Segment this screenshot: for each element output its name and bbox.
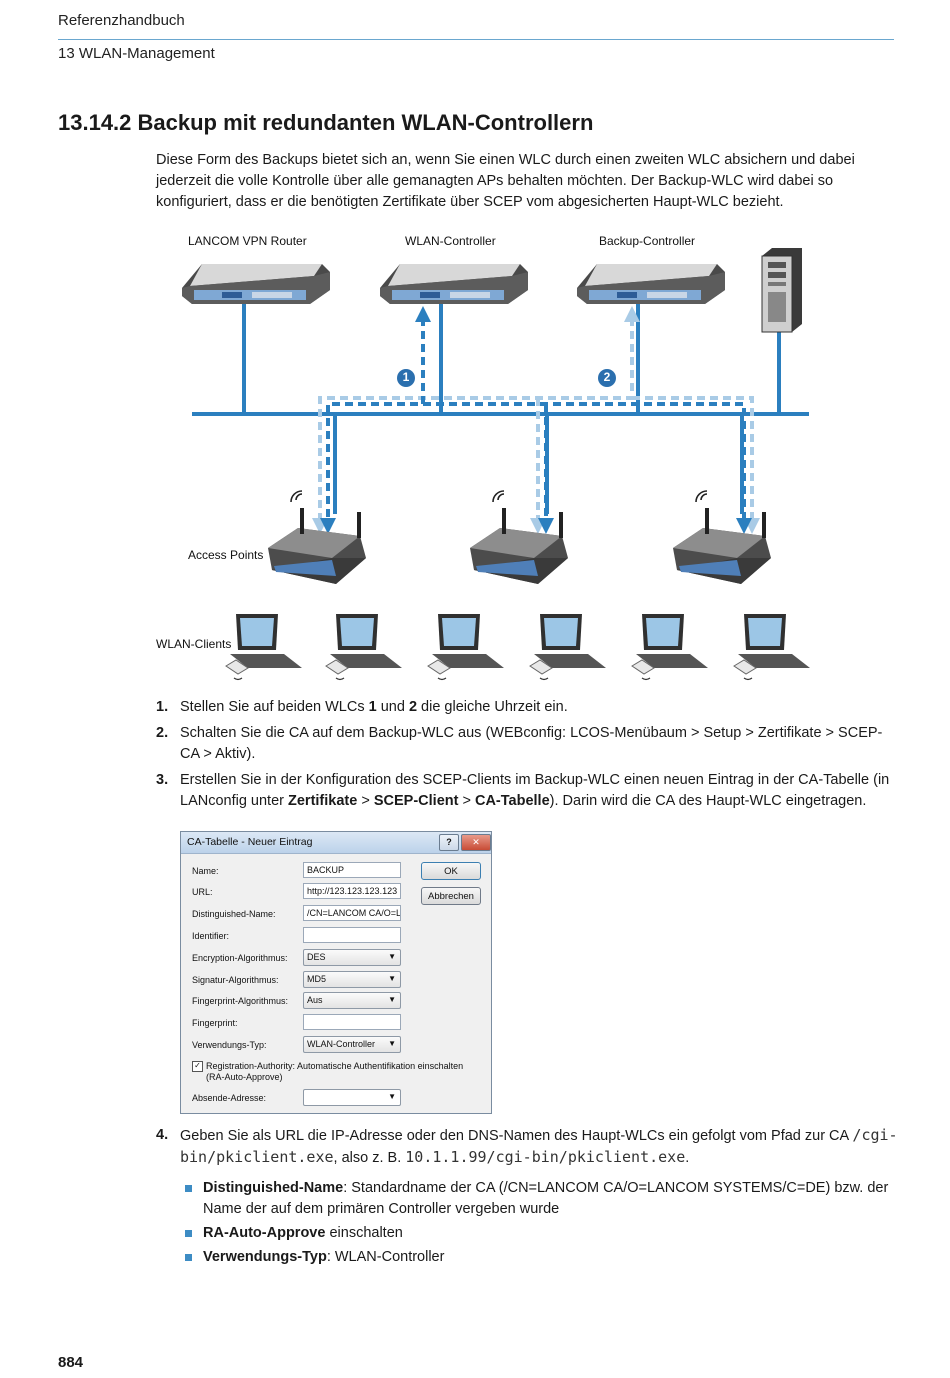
- marker-1: 1: [402, 370, 410, 384]
- header-rule: [58, 39, 894, 40]
- bullet-square-icon: [185, 1230, 192, 1237]
- section-title: 13.14.2 Backup mit redundanten WLAN-Cont…: [58, 110, 594, 135]
- step-3: 3.Erstellen Sie in der Konfiguration des…: [156, 772, 890, 809]
- step-4: 4.Geben Sie als URL die IP-Adresse oder …: [156, 1126, 898, 1166]
- signature-select[interactable]: MD5▼: [303, 971, 401, 988]
- label-name: Name:: [192, 866, 219, 876]
- steps-list: 1.Stellen Sie auf beiden WLCs 1 und 2 di…: [156, 697, 901, 817]
- step-2: 2.Schalten Sie die CA auf dem Backup-WLC…: [156, 725, 883, 762]
- label-access-points: Access Points: [188, 548, 264, 562]
- label-wlan-controller: WLAN-Controller: [405, 234, 496, 248]
- steps-list-2: 4.Geben Sie als URL die IP-Adresse oder …: [156, 1125, 901, 1271]
- label-vpn-router: LANCOM VPN Router: [188, 234, 307, 248]
- bullet-square-icon: [185, 1185, 192, 1192]
- label-backup-controller: Backup-Controller: [599, 234, 696, 248]
- label-signature: Signatur-Algorithmus:: [192, 975, 279, 985]
- label-url: URL:: [192, 887, 213, 897]
- encryption-select[interactable]: DES▼: [303, 949, 401, 966]
- intro-paragraph: Diese Form des Backups bietet sich an, w…: [156, 152, 855, 210]
- bullet-square-icon: [185, 1254, 192, 1261]
- usage-select[interactable]: WLAN-Controller▼: [303, 1036, 401, 1053]
- name-field[interactable]: BACKUP: [303, 862, 401, 878]
- distinguished-name-field[interactable]: /CN=LANCOM CA/O=L: [303, 905, 401, 921]
- dialog-titlebar: CA-Tabelle - Neuer Eintrag ? ✕: [181, 832, 491, 854]
- sender-select[interactable]: ▼: [303, 1089, 401, 1106]
- close-button[interactable]: ✕: [461, 834, 491, 851]
- chevron-down-icon: ▼: [388, 995, 396, 1004]
- url-field[interactable]: http://123.123.123.123: [303, 883, 401, 899]
- chevron-down-icon: ▼: [388, 974, 396, 983]
- dialog-title: CA-Tabelle - Neuer Eintrag: [187, 836, 313, 848]
- cancel-button[interactable]: Abbrechen: [421, 887, 481, 905]
- label-sender: Absende-Adresse:: [192, 1093, 267, 1103]
- chapter-title: 13 WLAN-Management: [58, 45, 215, 62]
- label-usage: Verwendungs-Typ:: [192, 1040, 267, 1050]
- label-encryption: Encryption-Algorithmus:: [192, 953, 288, 963]
- network-diagram: [182, 248, 811, 681]
- help-button[interactable]: ?: [439, 834, 459, 851]
- identifier-field[interactable]: [303, 927, 401, 943]
- bullet-usage-type: Verwendungs-Typ: WLAN-Controller: [180, 1247, 901, 1268]
- bullet-ra-auto-approve: RA-Auto-Approve einschalten: [180, 1223, 901, 1244]
- label-dn: Distinguished-Name:: [192, 909, 276, 919]
- bullet-list: Distinguished-Name: Standardname der CA …: [156, 1178, 901, 1268]
- fingerprint-field[interactable]: [303, 1014, 401, 1030]
- chevron-down-icon: ▼: [388, 1092, 396, 1101]
- page-number: 884: [58, 1354, 84, 1371]
- label-identifier: Identifier:: [192, 931, 230, 941]
- checkbox-label-line1: Registration-Authority: Automatische Aut…: [206, 1061, 464, 1071]
- label-fingerprint: Fingerprint:: [192, 1018, 238, 1028]
- fingerprint-alg-select[interactable]: Aus▼: [303, 992, 401, 1009]
- chevron-down-icon: ▼: [388, 1039, 396, 1048]
- label-wlan-clients: WLAN-Clients: [156, 637, 232, 651]
- checkbox-label-line2: (RA-Auto-Approve): [206, 1072, 283, 1082]
- chevron-down-icon: ▼: [388, 952, 396, 961]
- book-title: Referenzhandbuch: [58, 12, 185, 29]
- bullet-distinguished-name: Distinguished-Name: Standardname der CA …: [180, 1178, 901, 1220]
- label-fingerprint-alg: Fingerprint-Algorithmus:: [192, 996, 289, 1006]
- marker-2: 2: [603, 370, 611, 384]
- step-1: 1.Stellen Sie auf beiden WLCs 1 und 2 di…: [156, 699, 568, 715]
- ok-button[interactable]: OK: [421, 862, 481, 880]
- ra-auto-approve-checkbox[interactable]: ✓: [192, 1061, 203, 1072]
- ca-table-dialog: CA-Tabelle - Neuer Eintrag ? ✕ Name: BAC…: [180, 831, 492, 1114]
